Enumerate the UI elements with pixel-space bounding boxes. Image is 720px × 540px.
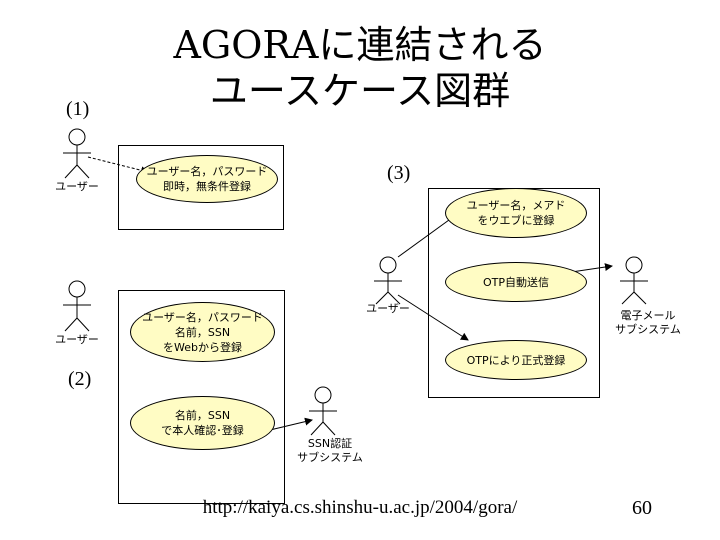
usecase-identity-verify: 名前，SSN で本人確認･登録 [130,396,275,450]
title-line-1: AGORAに連結される [173,23,547,67]
actor-label-email: 電子メール サブシステム [615,309,681,336]
section-label-1: (1) [66,98,90,120]
actor-figure-user2 [63,280,91,332]
actor-label-user1: ユーザー [55,180,99,193]
arrow-user3-to-uc3c [397,294,469,341]
title-line-2: ユースケース図群 [209,69,511,113]
arrow-uc2b-to-ssn [269,417,313,431]
actor-figure-ssn [309,386,337,436]
arrow-user1-to-uc1 [87,156,149,175]
usecase-otp-send: OTP自動送信 [445,262,587,302]
usecase-web-mail-register: ユーザー名，メアド をウエブに登録 [445,188,587,238]
actor-label-ssn: SSN認証 サブシステム [297,437,363,464]
actor-figure-email [620,256,648,305]
actor-figure-user3 [374,256,402,305]
section-label-3: (3) [387,162,411,184]
slide-title: AGORAに連結される ユースケース図群 [140,22,580,114]
usecase-web-register: ユーザー名，パスワード 名前，SSN をWebから登録 [130,302,275,362]
usecase-instant-register: ユーザー名，パスワード 即時，無条件登録 [136,155,278,203]
actor-label-user3: ユーザー [366,302,410,315]
actor-figure-user1 [63,128,91,179]
page-number: 60 [632,497,652,519]
usecase-otp-register: OTPにより正式登録 [445,340,587,380]
actor-label-user2: ユーザー [55,333,99,346]
section-label-2: (2) [68,368,92,390]
footer-url: http://kaiya.cs.shinshu-u.ac.jp/2004/gor… [202,497,518,518]
